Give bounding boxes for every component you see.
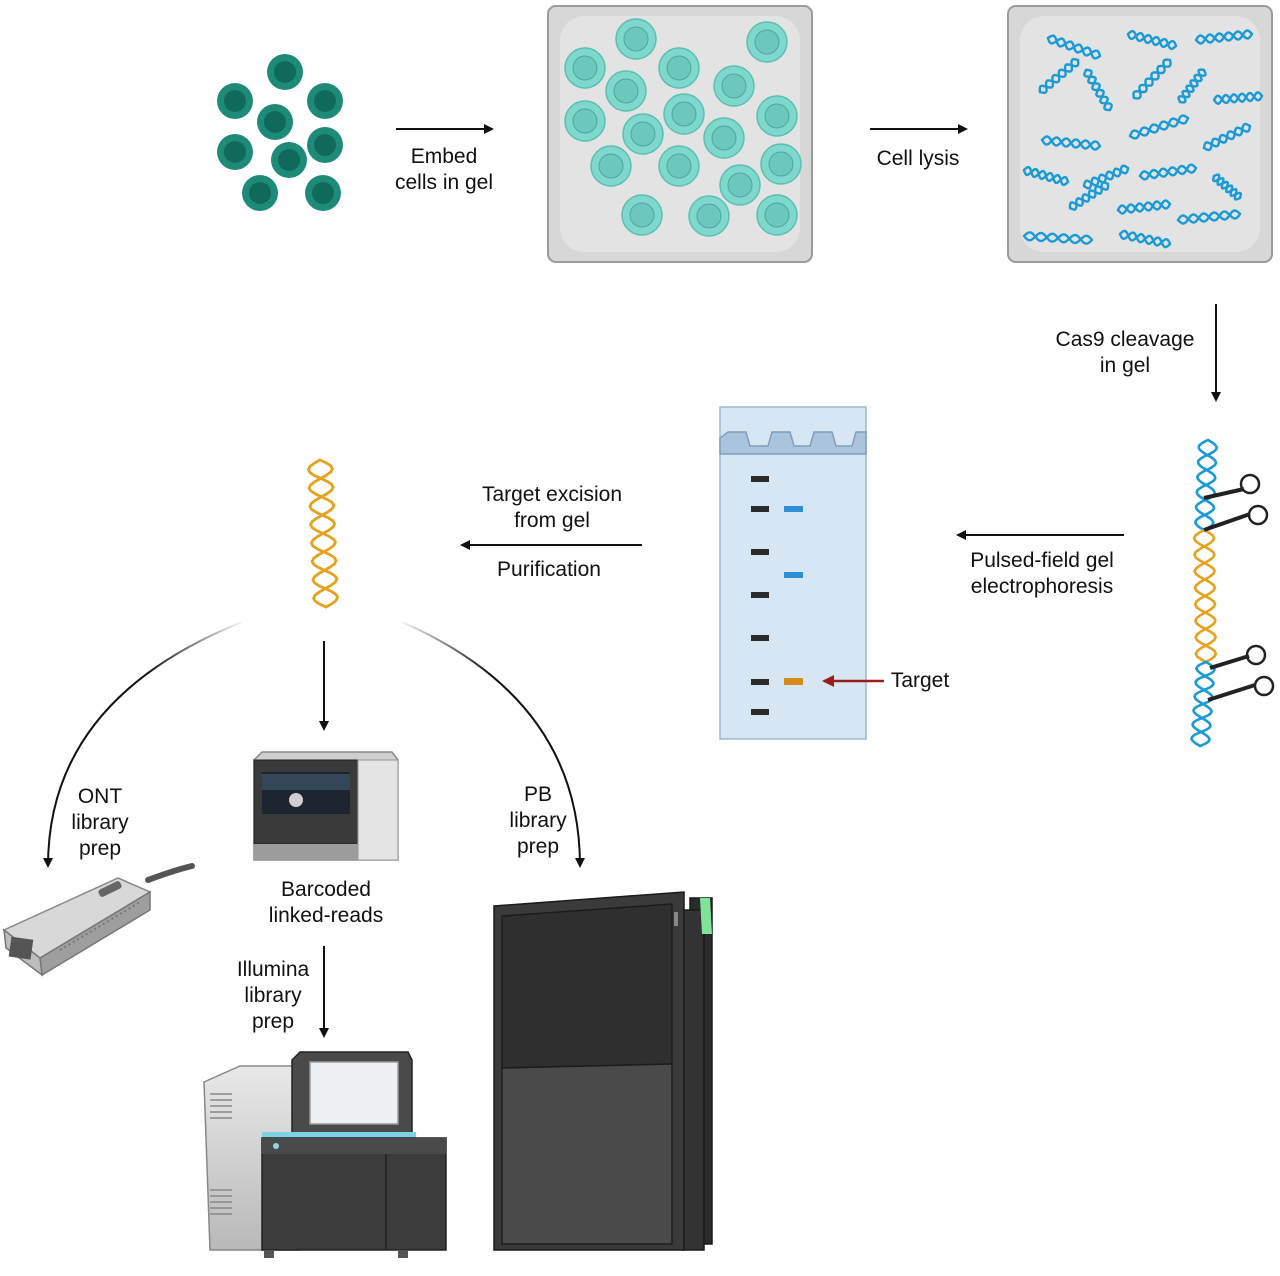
scissors-icon	[1207, 644, 1275, 702]
cell-icon	[564, 100, 606, 142]
cell-icon	[756, 194, 798, 236]
cell-icon	[271, 142, 307, 178]
label-pfge-line2: electrophoresis	[970, 575, 1114, 598]
cells-cluster	[217, 54, 343, 211]
cell-icon	[217, 83, 253, 119]
gel-block-dna	[1007, 5, 1273, 263]
cell-icon	[307, 127, 343, 163]
cell-icon	[760, 143, 802, 185]
label-barcoded-line1: Barcoded	[281, 878, 371, 901]
label-cas9-line2: in gel	[1099, 354, 1151, 377]
label-illumina: Illumina library prep	[218, 957, 328, 1035]
label-target-line1: Target	[890, 669, 950, 692]
cell-icon	[242, 175, 278, 211]
cell-icon	[305, 175, 341, 211]
cell-icon	[307, 83, 343, 119]
label-illumina-line1: Illumina	[236, 958, 310, 981]
cell-icon	[267, 54, 303, 90]
arrow-ont	[43, 621, 243, 868]
cell-icon	[719, 164, 761, 206]
cleaved-dna	[1190, 438, 1219, 748]
label-excision-line1: Target excision	[481, 483, 623, 506]
sample-band	[784, 506, 803, 512]
target-band	[784, 678, 803, 685]
cell-icon	[713, 65, 755, 107]
label-ont-line2: library	[71, 811, 129, 834]
arrow-pb	[401, 621, 585, 868]
cell-icon	[663, 93, 705, 135]
label-illumina-line3: prep	[251, 1010, 295, 1033]
cell-icon	[622, 113, 664, 155]
cell-icon	[605, 70, 647, 112]
label-purification-line1: Purification	[497, 558, 601, 581]
label-barcoded: Barcoded linked-reads	[244, 877, 408, 929]
scissors-icon	[1203, 473, 1269, 532]
label-cas9-line1: Cas9 cleavage	[1055, 328, 1195, 351]
cell-icon	[621, 194, 663, 236]
label-ont: ONT library prep	[60, 784, 140, 862]
label-ont-line1: ONT	[77, 785, 123, 808]
label-purification: Purification	[462, 557, 636, 583]
cell-icon	[217, 134, 253, 170]
label-barcoded-line2: linked-reads	[268, 904, 384, 927]
ladder-bands	[751, 476, 769, 715]
label-pb-line1: PB	[523, 783, 552, 806]
label-pfge: Pulsed-field gel electrophoresis	[950, 548, 1134, 600]
linked-reads-instrument-icon	[253, 751, 399, 861]
cell-icon	[564, 47, 606, 89]
cell-icon	[756, 95, 798, 137]
label-lysis: Cell lysis	[846, 146, 990, 172]
label-pb: PB library prep	[498, 782, 578, 860]
label-ont-line3: prep	[78, 837, 122, 860]
cell-icon	[615, 18, 657, 60]
cell-icon	[746, 21, 788, 63]
label-cas9: Cas9 cleavage in gel	[1040, 327, 1210, 379]
illumina-sequencer-icon	[203, 1051, 447, 1258]
label-illumina-line2: library	[244, 984, 302, 1007]
label-embed-line1: Embed	[410, 145, 478, 168]
label-excision: Target excision from gel	[462, 482, 642, 534]
target-dna	[306, 458, 340, 609]
label-target: Target	[880, 668, 960, 694]
cell-icon	[658, 145, 700, 187]
sample-band	[784, 572, 803, 578]
ont-sequencer-icon	[2, 863, 195, 977]
label-lysis-line1: Cell lysis	[876, 147, 960, 170]
electrophoresis-gel	[719, 406, 867, 740]
cell-icon	[590, 145, 632, 187]
label-embed-line2: cells in gel	[394, 171, 494, 194]
cell-icon	[658, 47, 700, 89]
label-pb-line2: library	[509, 809, 567, 832]
pacbio-sequencer-icon	[493, 891, 713, 1251]
cell-icon	[257, 104, 293, 140]
gel-block-cells	[547, 5, 813, 263]
label-pb-line3: prep	[516, 835, 560, 858]
label-excision-line2: from gel	[514, 509, 590, 532]
label-embed: Embed cells in gel	[372, 144, 516, 196]
label-pfge-line1: Pulsed-field gel	[970, 549, 1114, 572]
cell-icon	[688, 195, 730, 237]
cell-icon	[703, 117, 745, 159]
